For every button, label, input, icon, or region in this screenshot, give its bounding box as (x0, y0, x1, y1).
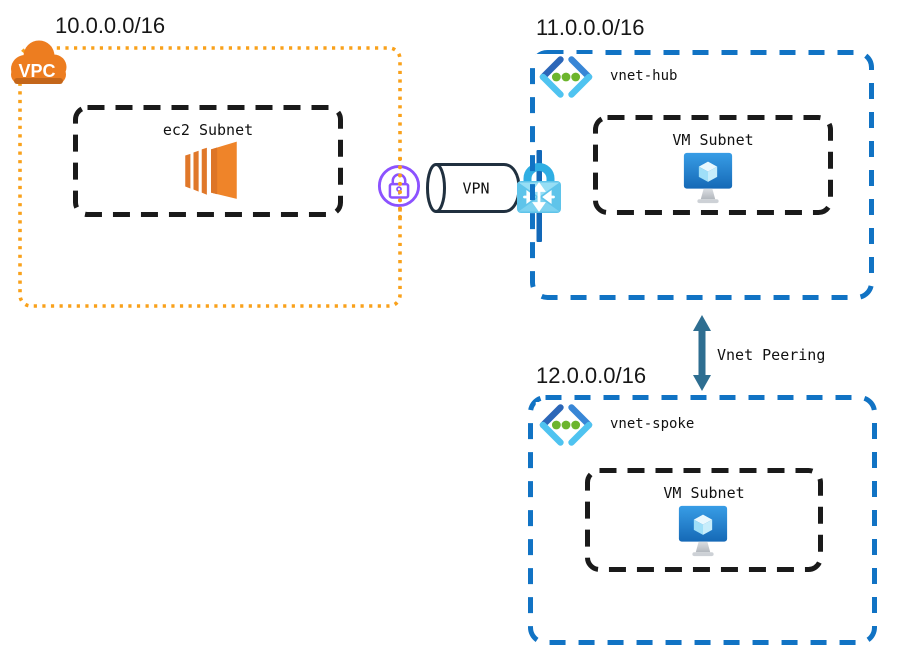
vnet-spoke-vm-subnet-box (585, 468, 823, 572)
vnet-hub-name: vnet-hub (610, 68, 678, 84)
ec2-subnet-label: ec2 Subnet (162, 121, 254, 139)
vpn-tunnel: VPN (426, 163, 521, 213)
vnet-spoke-box (528, 395, 877, 645)
ec2-subnet-box (73, 105, 343, 217)
vpc-border-dotted-overlay (398, 157, 402, 219)
ec2-icon (185, 141, 237, 199)
vnet-spoke-vm-subnet-label: VM Subnet (663, 484, 745, 502)
vnet-hub-vm-icon (681, 149, 735, 207)
vnet-spoke-vm-icon (676, 502, 730, 560)
vnet-hub-vm-subnet-box (593, 115, 833, 215)
aws-vpc-cidr-label: 10.0.0.0/16 (55, 13, 166, 38)
vnet-hub-vm-subnet-label: VM Subnet (672, 131, 754, 149)
vnet-hub-icon (533, 54, 599, 100)
vnet-spoke-cidr-label: 12.0.0.0/16 (536, 363, 647, 388)
vnet-spoke-name: vnet-spoke (610, 416, 695, 432)
vpc-cloud-label: VPC (18, 61, 55, 81)
vnet-peering-arrow (693, 315, 711, 391)
vnet-hub-cidr-label: 11.0.0.0/16 (536, 15, 645, 40)
vnet-spoke-icon (533, 402, 599, 448)
vnet-hub-box (530, 50, 874, 300)
vpn-tunnel-label: VPN (462, 180, 489, 198)
azure-vpn-gateway-icon (517, 150, 561, 242)
vpc-cloud-icon: VPC (11, 40, 67, 84)
vnet-peering-label: Vnet Peering (717, 346, 826, 364)
